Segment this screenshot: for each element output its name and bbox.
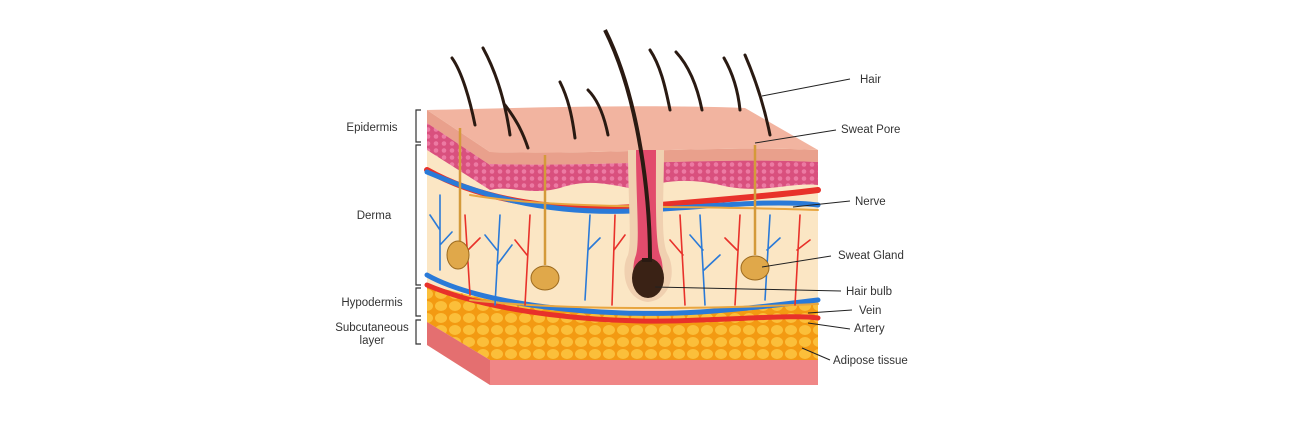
- label-vein: Vein: [859, 305, 881, 317]
- left-brackets: [415, 109, 421, 345]
- label-sweat-gland: Sweat Gland: [838, 250, 904, 262]
- label-sweat-pore: Sweat Pore: [841, 124, 900, 136]
- label-nerve: Nerve: [855, 196, 886, 208]
- bottom-layer: [490, 360, 818, 385]
- label-subcutaneous-layer: layer: [360, 335, 385, 347]
- label-derma: Derma: [357, 210, 392, 222]
- label-hair: Hair: [860, 74, 881, 86]
- label-artery: Artery: [854, 323, 885, 335]
- label-subcutaneous: Subcutaneous: [335, 322, 409, 334]
- label-epidermis: Epidermis: [346, 122, 397, 134]
- label-adipose-tissue: Adipose tissue: [833, 355, 908, 367]
- skin-surface: [427, 106, 818, 153]
- label-hypodermis: Hypodermis: [341, 297, 403, 309]
- hairs: [450, 46, 772, 150]
- label-hair-bulb: Hair bulb: [846, 286, 892, 298]
- sweat-glands: [446, 128, 770, 291]
- hair-follicle: [603, 29, 672, 302]
- leader-lines: [654, 78, 853, 361]
